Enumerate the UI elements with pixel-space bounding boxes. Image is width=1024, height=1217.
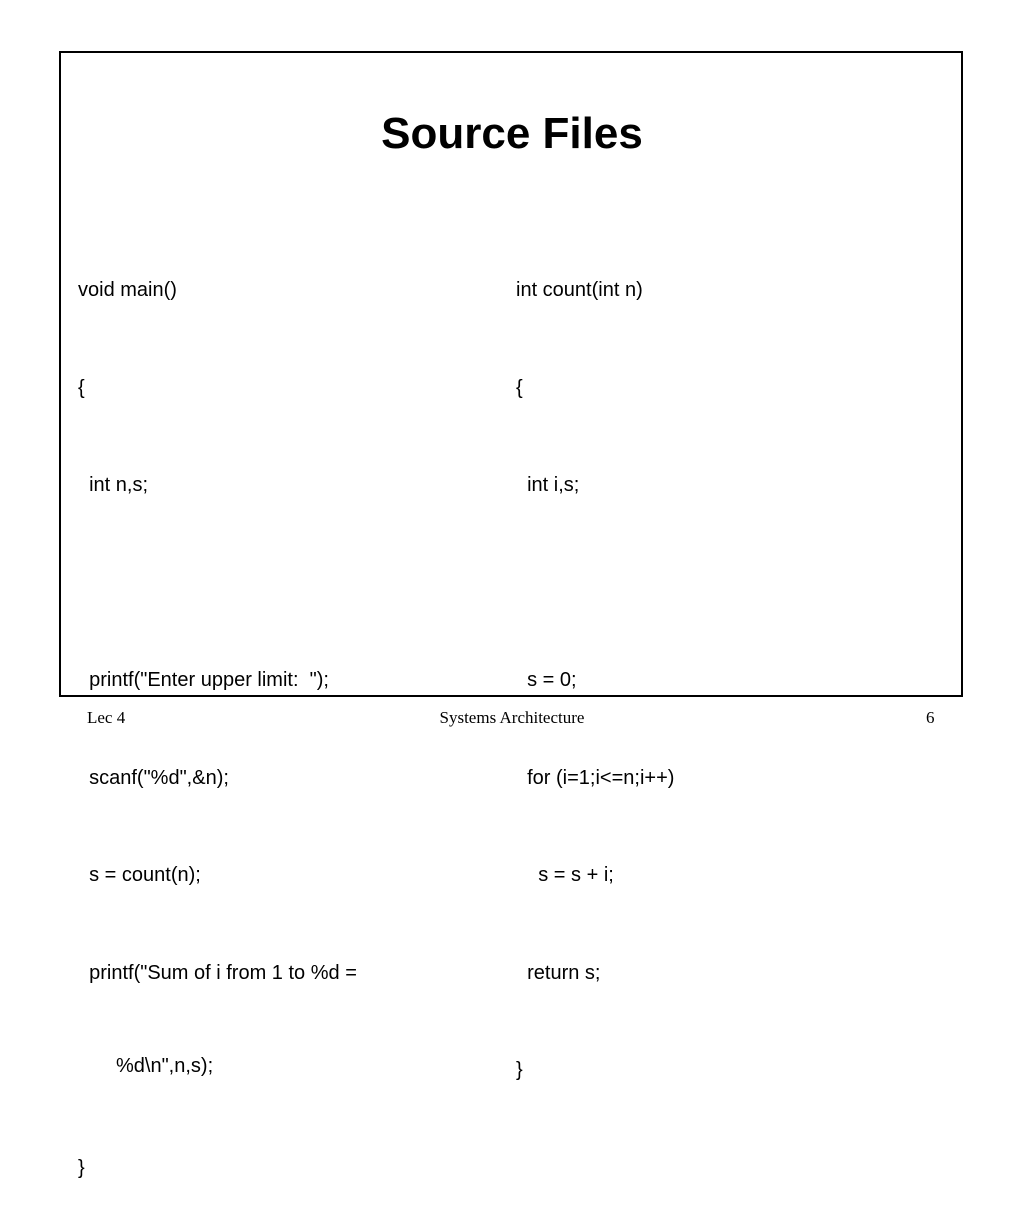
- code-line: s = 0;: [516, 669, 577, 691]
- code-line: }: [516, 1059, 523, 1081]
- code-line: int n,s;: [78, 474, 149, 496]
- slide-title: Source Files: [381, 109, 643, 158]
- footer-course-title: Systems Architecture: [439, 708, 585, 727]
- code-line: [78, 567, 438, 600]
- code-line: printf("Enter upper limit: ");: [78, 669, 329, 691]
- footer-lecture: Lec 4: [87, 708, 126, 727]
- code-line: scanf("%d",&n);: [78, 766, 229, 789]
- code-line: s = count(n);: [78, 864, 201, 886]
- code-line: for (i=1;i<=n;i++): [516, 766, 675, 789]
- code-line: printf("Sum of i from 1 to %d =: [78, 961, 363, 984]
- code-line: [516, 567, 876, 600]
- code-line: s = s + i;: [516, 864, 614, 886]
- code-line: return s;: [516, 961, 601, 984]
- code-line: }: [78, 1157, 85, 1179]
- code-line: void main(): [78, 279, 177, 301]
- slide-frame: [59, 51, 963, 697]
- code-line-continuation: %d\n",n,s);: [116, 1055, 214, 1077]
- code-line: int i,s;: [516, 474, 580, 496]
- code-line: int count(int n): [516, 279, 643, 301]
- code-block-count: int count(int n) { int i,s; s = 0; for (…: [516, 209, 876, 1119]
- code-line: {: [78, 376, 85, 399]
- code-line: {: [516, 376, 523, 399]
- footer-page-number: 6: [926, 708, 935, 727]
